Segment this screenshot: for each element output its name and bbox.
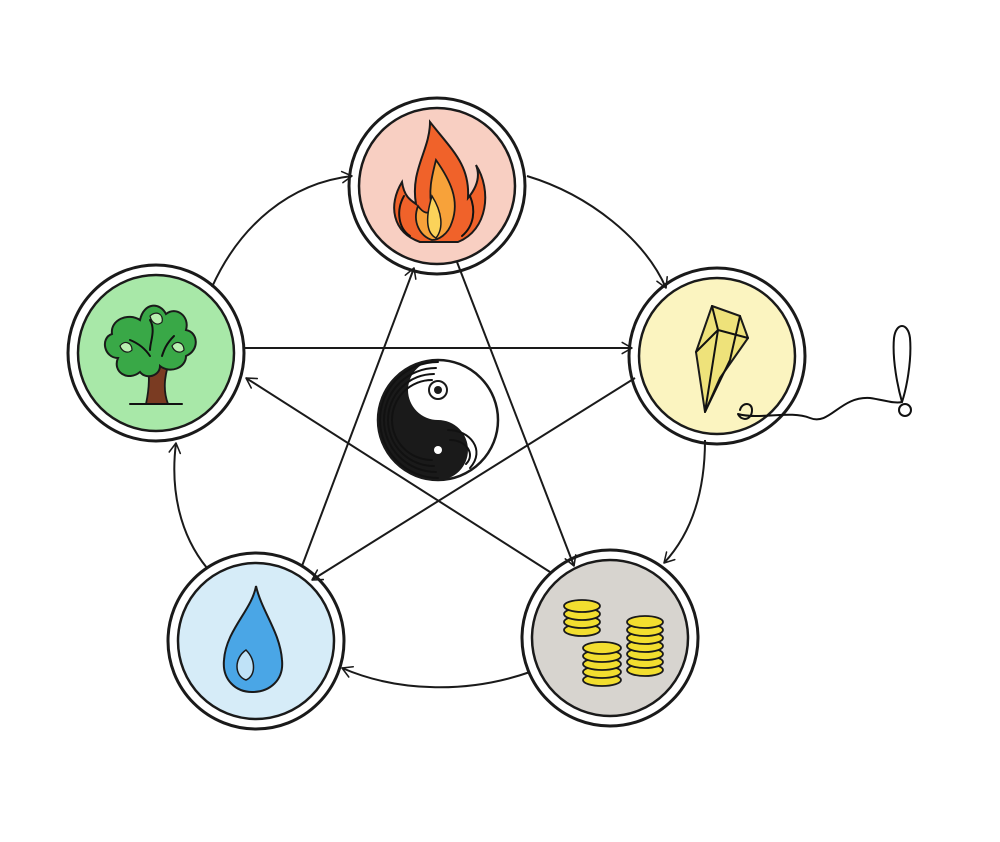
edge-fire-to-coins: [456, 261, 577, 567]
crystal-icon: [695, 305, 912, 421]
element-coins: [520, 548, 700, 728]
edge-coins-to-water: [341, 665, 531, 689]
edge-water-to-wood: [168, 442, 208, 569]
generating-cycle: [168, 170, 706, 689]
flame-icon: [393, 119, 487, 243]
tree-icon: [103, 304, 197, 405]
element-metal: [627, 266, 912, 446]
edge-metal-to-coins: [663, 439, 706, 564]
edge-metal-to-water: [311, 377, 636, 581]
string-line: [737, 396, 903, 421]
droplet-icon: [222, 585, 284, 694]
exclamation-loop: [892, 325, 912, 403]
element-wood: [66, 263, 246, 443]
yin-yang-icon: [376, 358, 500, 482]
edge-fire-to-metal: [526, 175, 668, 289]
edge-coins-to-wood: [245, 377, 551, 573]
coins-disc: [530, 558, 690, 718]
edge-water-to-fire: [301, 267, 417, 567]
element-water: [166, 551, 346, 731]
edge-wood-to-fire: [211, 170, 353, 288]
controlling-star: [244, 261, 636, 581]
coins-icon: [563, 599, 664, 687]
element-fire: [347, 96, 527, 276]
